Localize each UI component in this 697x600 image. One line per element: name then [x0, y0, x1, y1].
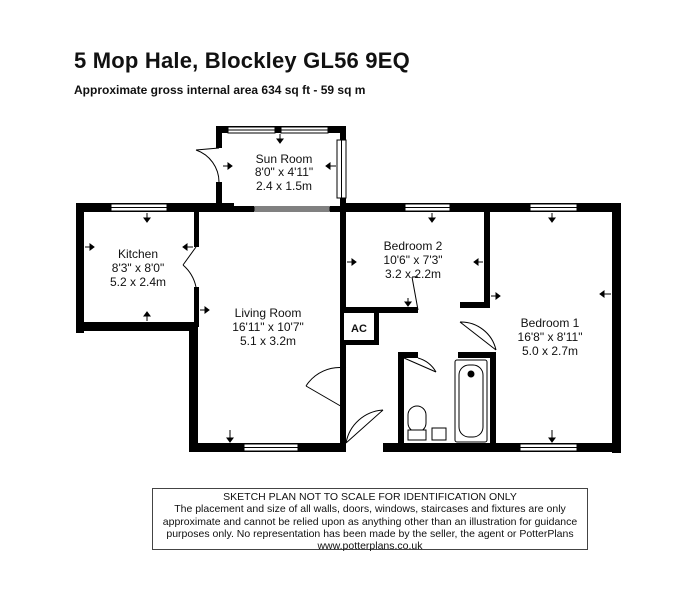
living-room-imperial: 16'11" x 10'7": [232, 320, 304, 334]
bedroom1-metric: 5.0 x 2.7m: [522, 344, 578, 358]
toilet: [407, 405, 427, 433]
kitchen-name: Kitchen: [118, 247, 158, 261]
disclaimer-text-2: approximate and cannot be relied upon as…: [162, 515, 578, 528]
disclaimer-text-1: The placement and size of all walls, doo…: [174, 503, 566, 516]
doors: [182, 147, 497, 444]
sun-room-imperial: 8'0" x 4'11": [255, 165, 313, 179]
area-subtitle: Approximate gross internal area 634 sq f…: [74, 83, 366, 97]
kitchen-imperial: 8'3" x 8'0": [112, 261, 164, 275]
living-room-name: Living Room: [235, 306, 302, 320]
sun-room-name: Sun Room: [256, 152, 313, 166]
disclaimer-text-3: purposes only. No representation has bee…: [166, 527, 574, 540]
disclaimer-box: SKETCH PLAN NOT TO SCALE FOR IDENTIFICAT…: [152, 488, 588, 553]
living-room-metric: 5.1 x 3.2m: [240, 334, 296, 348]
room-labels: Sun Room 8'0" x 4'11" 2.4 x 1.5m Kitchen…: [110, 152, 582, 358]
walls: [76, 126, 621, 453]
basin: [431, 427, 447, 441]
disclaimer-website: www.potterplans.co.uk: [317, 540, 423, 553]
bedroom1-name: Bedroom 1: [521, 316, 580, 330]
bedroom1-imperial: 16'8" x 8'11": [518, 330, 583, 344]
ac-cupboard-label: AC: [351, 323, 367, 335]
bedroom2-metric: 3.2 x 2.2m: [385, 267, 441, 281]
bedroom2-name: Bedroom 2: [384, 239, 443, 253]
disclaimer-heading: SKETCH PLAN NOT TO SCALE FOR IDENTIFICAT…: [223, 491, 517, 503]
sun-room-metric: 2.4 x 1.5m: [256, 179, 312, 193]
windows: [110, 126, 578, 452]
dimension-arrows: [85, 134, 611, 443]
kitchen-metric: 5.2 x 2.4m: [110, 275, 166, 289]
bathroom-fixtures: [407, 359, 488, 443]
bedroom2-imperial: 10'6" x 7'3": [383, 253, 442, 267]
page-title: 5 Mop Hale, Blockley GL56 9EQ: [74, 48, 410, 73]
